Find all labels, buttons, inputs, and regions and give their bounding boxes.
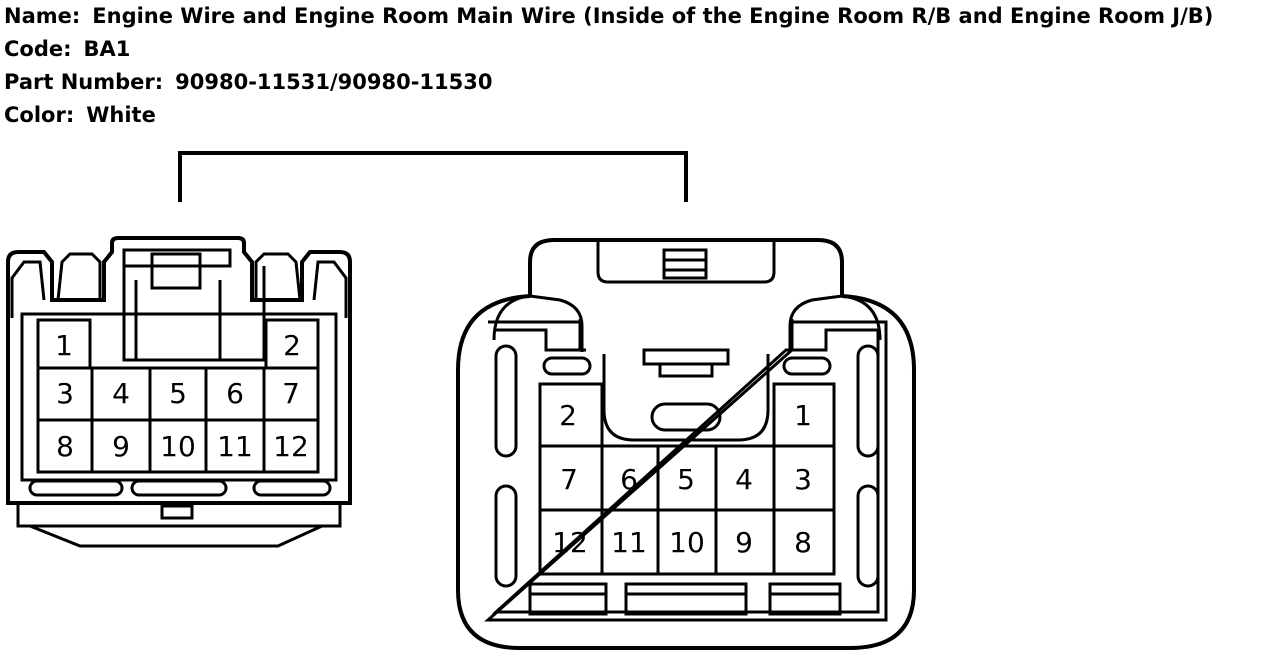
left-pin-4: 4 [112,377,130,410]
left-connector: 1 2 3 4 5 6 7 8 9 10 11 12 [6,236,352,548]
right-pin-1: 1 [794,399,812,432]
right-pin-3: 3 [794,463,812,496]
left-ear [10,260,46,318]
left-connector-body [6,236,352,505]
right-pin-5: 5 [677,463,695,496]
right-center-tab [642,348,730,366]
part-number-line: Part Number: 90980-11531/90980-11530 [4,66,1213,99]
code-label: Code: [4,37,72,61]
right-ear-left [492,294,584,352]
right-ear-rib [254,252,302,301]
right-bump-right [782,356,832,376]
right-connector: 2 1 7 6 5 4 3 12 11 10 9 8 [456,238,916,650]
part-number-label: Part Number: [4,70,164,94]
left-slot-3 [252,479,332,497]
right-center-oval [650,402,722,432]
right-bump-left [542,356,592,376]
left-pin-10: 10 [160,430,196,463]
left-pin-8: 8 [56,430,74,463]
right-bottom-slot-3 [768,582,842,616]
right-pin-4: 4 [735,463,753,496]
right-pin-8: 8 [794,526,812,559]
left-pin-6: 6 [226,377,244,410]
name-value: Engine Wire and Engine Room Main Wire (I… [92,4,1214,28]
right-top-inner [596,242,776,284]
pairing-bracket [178,151,688,202]
right-pin-10: 10 [669,526,705,559]
left-pin-5: 5 [169,377,187,410]
left-pin-9: 9 [112,430,130,463]
right-center-latch [602,354,770,442]
right-pin-11: 11 [611,526,647,559]
right-ear-right [788,294,882,352]
color-line: Color: White [4,99,1213,132]
right-top-housing [528,238,844,296]
left-pin-2: 2 [283,329,301,362]
color-label: Color: [4,103,75,127]
right-side-slot-2 [494,484,518,588]
code-value: BA1 [83,37,131,61]
right-center-tab-2 [658,362,714,378]
right-latch-lines [664,258,706,272]
left-connector-base [16,503,342,548]
right-side-slot-4 [856,484,880,588]
part-number-value: 90980-11531/90980-11530 [175,70,493,94]
right-ear [312,260,348,318]
right-pin-7: 7 [560,463,578,496]
left-pin-3: 3 [56,377,74,410]
left-ear-rib [56,252,102,301]
left-cavity-grid [36,366,320,474]
latch-inner [134,280,222,360]
right-side-slot-1 [494,344,518,458]
right-pin-12: 12 [552,526,588,559]
left-pin-11: 11 [217,430,253,463]
right-latch-tab [662,248,708,280]
right-bottom-slot-1 [528,582,608,616]
right-connector-body [456,294,916,650]
left-base-key [160,504,194,520]
left-pin-1: 1 [55,329,73,362]
latch-tab [150,252,202,290]
right-pin-6: 6 [620,463,638,496]
left-pin-7: 7 [282,377,300,410]
name-line: Name: Engine Wire and Engine Room Main Wi… [4,0,1213,33]
latch-housing [122,248,232,268]
right-cavity-grid [538,444,836,576]
left-slot-1 [28,479,124,497]
left-pin-12: 12 [273,430,309,463]
right-pin-2: 2 [559,399,577,432]
right-pin-9: 9 [735,526,753,559]
color-value: White [86,103,156,127]
right-side-slot-3 [856,344,880,458]
name-label: Name: [4,4,81,28]
code-line: Code: BA1 [4,33,1213,66]
connector-info: Name: Engine Wire and Engine Room Main Wi… [4,0,1213,132]
right-bottom-slot-2 [624,582,748,616]
left-slot-2 [130,479,228,497]
